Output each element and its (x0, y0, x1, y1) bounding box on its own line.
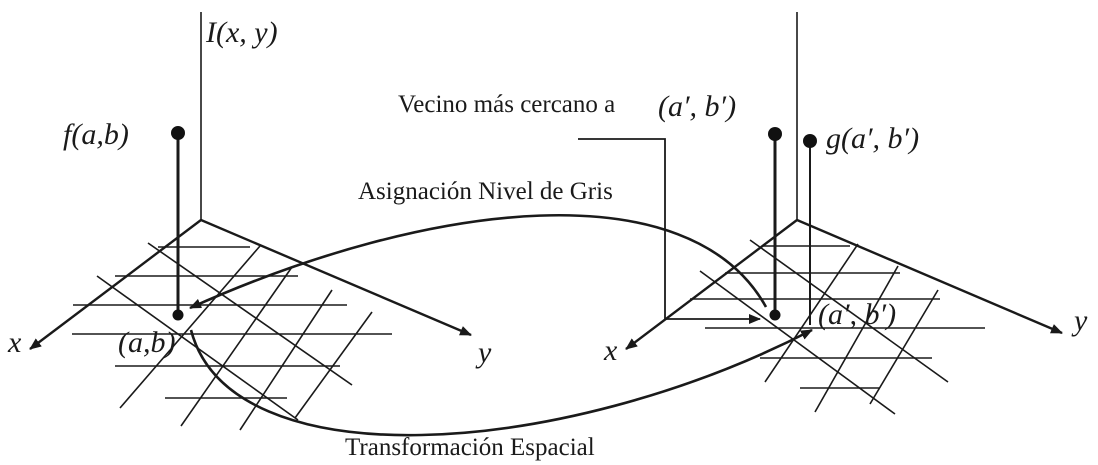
left-y-label: y (475, 336, 492, 369)
right-y-axis (796, 218, 1063, 335)
intensity-axis-label: I(x, y) (205, 16, 278, 49)
nearest-neighbor-point-label: (a′, b′) (658, 90, 736, 123)
right-point-label: (a′, b′) (818, 298, 896, 331)
gray-level-assignment-label: Asignación Nivel de Gris (358, 178, 613, 205)
left-y-axis (200, 218, 472, 337)
right-x-label: x (603, 334, 618, 367)
right-plane: Vecino más cercano a (a′, b′) g(a′, b′) … (398, 12, 1088, 415)
nearest-neighbor-pointer (578, 138, 761, 324)
right-point-dot (769, 309, 781, 321)
left-plane: I(x, y) f(a,b) (a,b) x y (7, 12, 492, 431)
left-point-dot (172, 309, 184, 321)
left-value-dot (171, 126, 185, 140)
right-y-label: y (1071, 304, 1088, 337)
left-x-axis (29, 219, 202, 350)
g-value-dot (803, 134, 817, 148)
spatial-transformation-arrow (189, 328, 813, 437)
left-x-label: x (7, 326, 22, 359)
nearest-neighbor-text: Vecino más cercano a (398, 91, 615, 118)
nearest-neighbor-dot (768, 127, 782, 141)
left-point-label: (a,b) (118, 326, 175, 359)
right-grid (690, 239, 985, 415)
f-value-label: f(a,b) (63, 118, 129, 151)
mapping-arrows: Asignación Nivel de Gris Transformación … (189, 178, 813, 461)
g-value-label: g(a′, b′) (826, 122, 919, 155)
right-x-axis (625, 219, 798, 350)
spatial-transformation-label: Transformación Espacial (345, 434, 595, 461)
gray-level-assignment-arrow (189, 214, 768, 310)
